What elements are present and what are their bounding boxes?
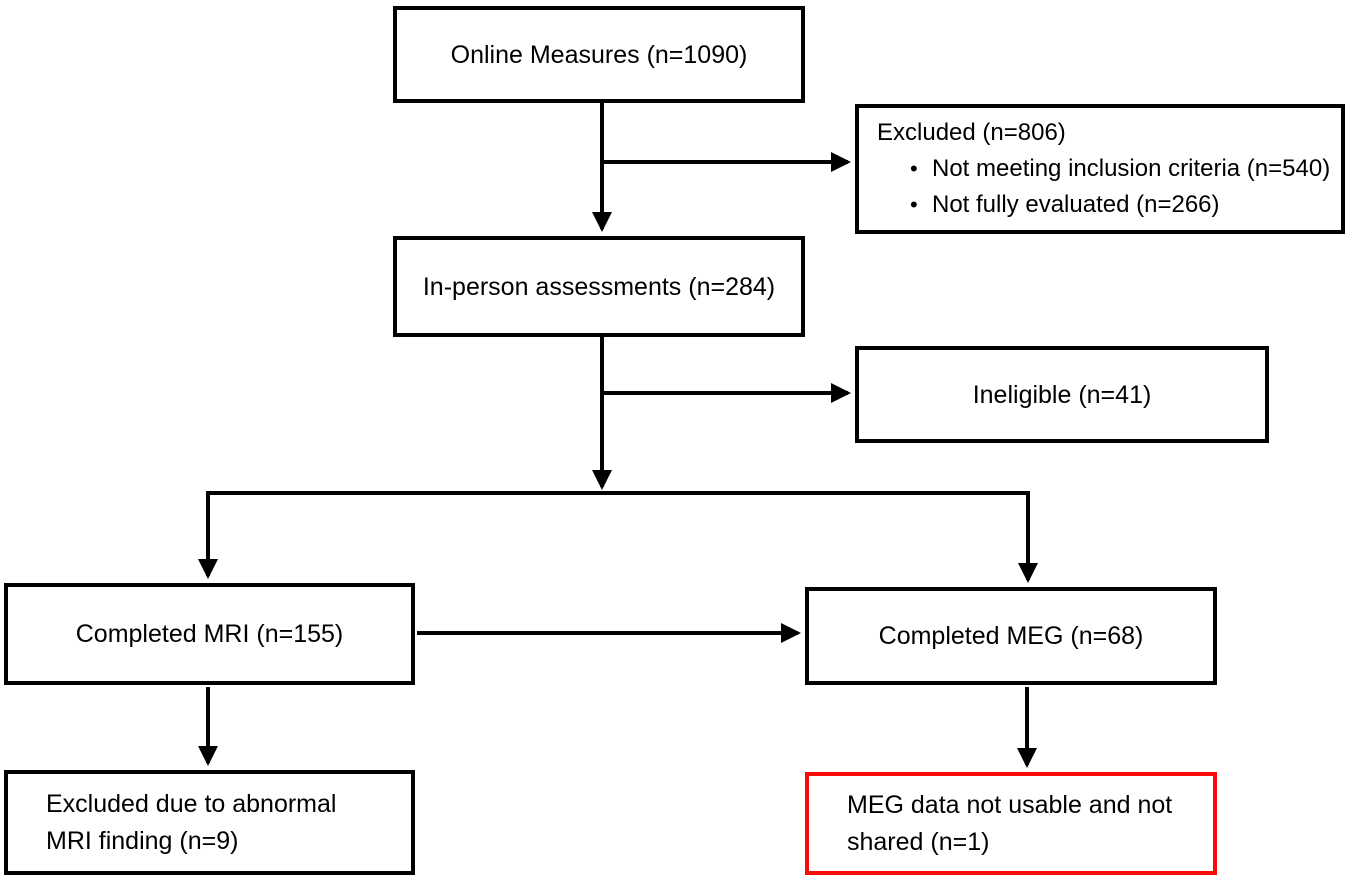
box-completed-meg-label: Completed MEG (n=68) — [878, 622, 1144, 650]
excluded-bullet-text: Not fully evaluated (n=266) — [932, 191, 1220, 218]
box-in-person-assessments: In-person assessments (n=284) — [393, 236, 805, 337]
box-completed-mri-label: Completed MRI (n=155) — [75, 620, 344, 648]
box-excluded: Excluded (n=806) • Not meeting inclusion… — [855, 104, 1345, 234]
box-meg-not-usable-label: MEG data not usable and not shared (n=1) — [847, 790, 1173, 856]
box-ineligible-label: Ineligible (n=41) — [972, 380, 1152, 409]
bullet-icon: • — [910, 192, 918, 217]
box-completed-mri: Completed MRI (n=155) — [4, 583, 415, 685]
excluded-bullet-item: • Not fully evaluated (n=266) — [877, 187, 1330, 223]
excluded-bullet-item: • Not meeting inclusion criteria (n=540) — [877, 151, 1330, 187]
box-meg-not-usable: MEG data not usable and not shared (n=1) — [805, 772, 1217, 875]
box-excluded-bullet-list: • Not meeting inclusion criteria (n=540)… — [877, 151, 1330, 223]
box-online-measures-label: Online Measures (n=1090) — [450, 40, 748, 69]
box-completed-meg: Completed MEG (n=68) — [805, 587, 1217, 685]
box-online-measures: Online Measures (n=1090) — [393, 6, 805, 103]
bullet-icon: • — [910, 156, 918, 181]
box-mri-excluded: Excluded due to abnormal MRI finding (n=… — [4, 770, 415, 875]
excluded-bullet-text: Not meeting inclusion criteria (n=540) — [932, 155, 1331, 182]
box-mri-excluded-label: Excluded due to abnormal MRI finding (n=… — [46, 789, 337, 855]
box-in-person-assessments-label: In-person assessments (n=284) — [422, 272, 776, 301]
box-excluded-title: Excluded (n=806) — [877, 119, 1066, 146]
box-ineligible: Ineligible (n=41) — [855, 346, 1269, 443]
